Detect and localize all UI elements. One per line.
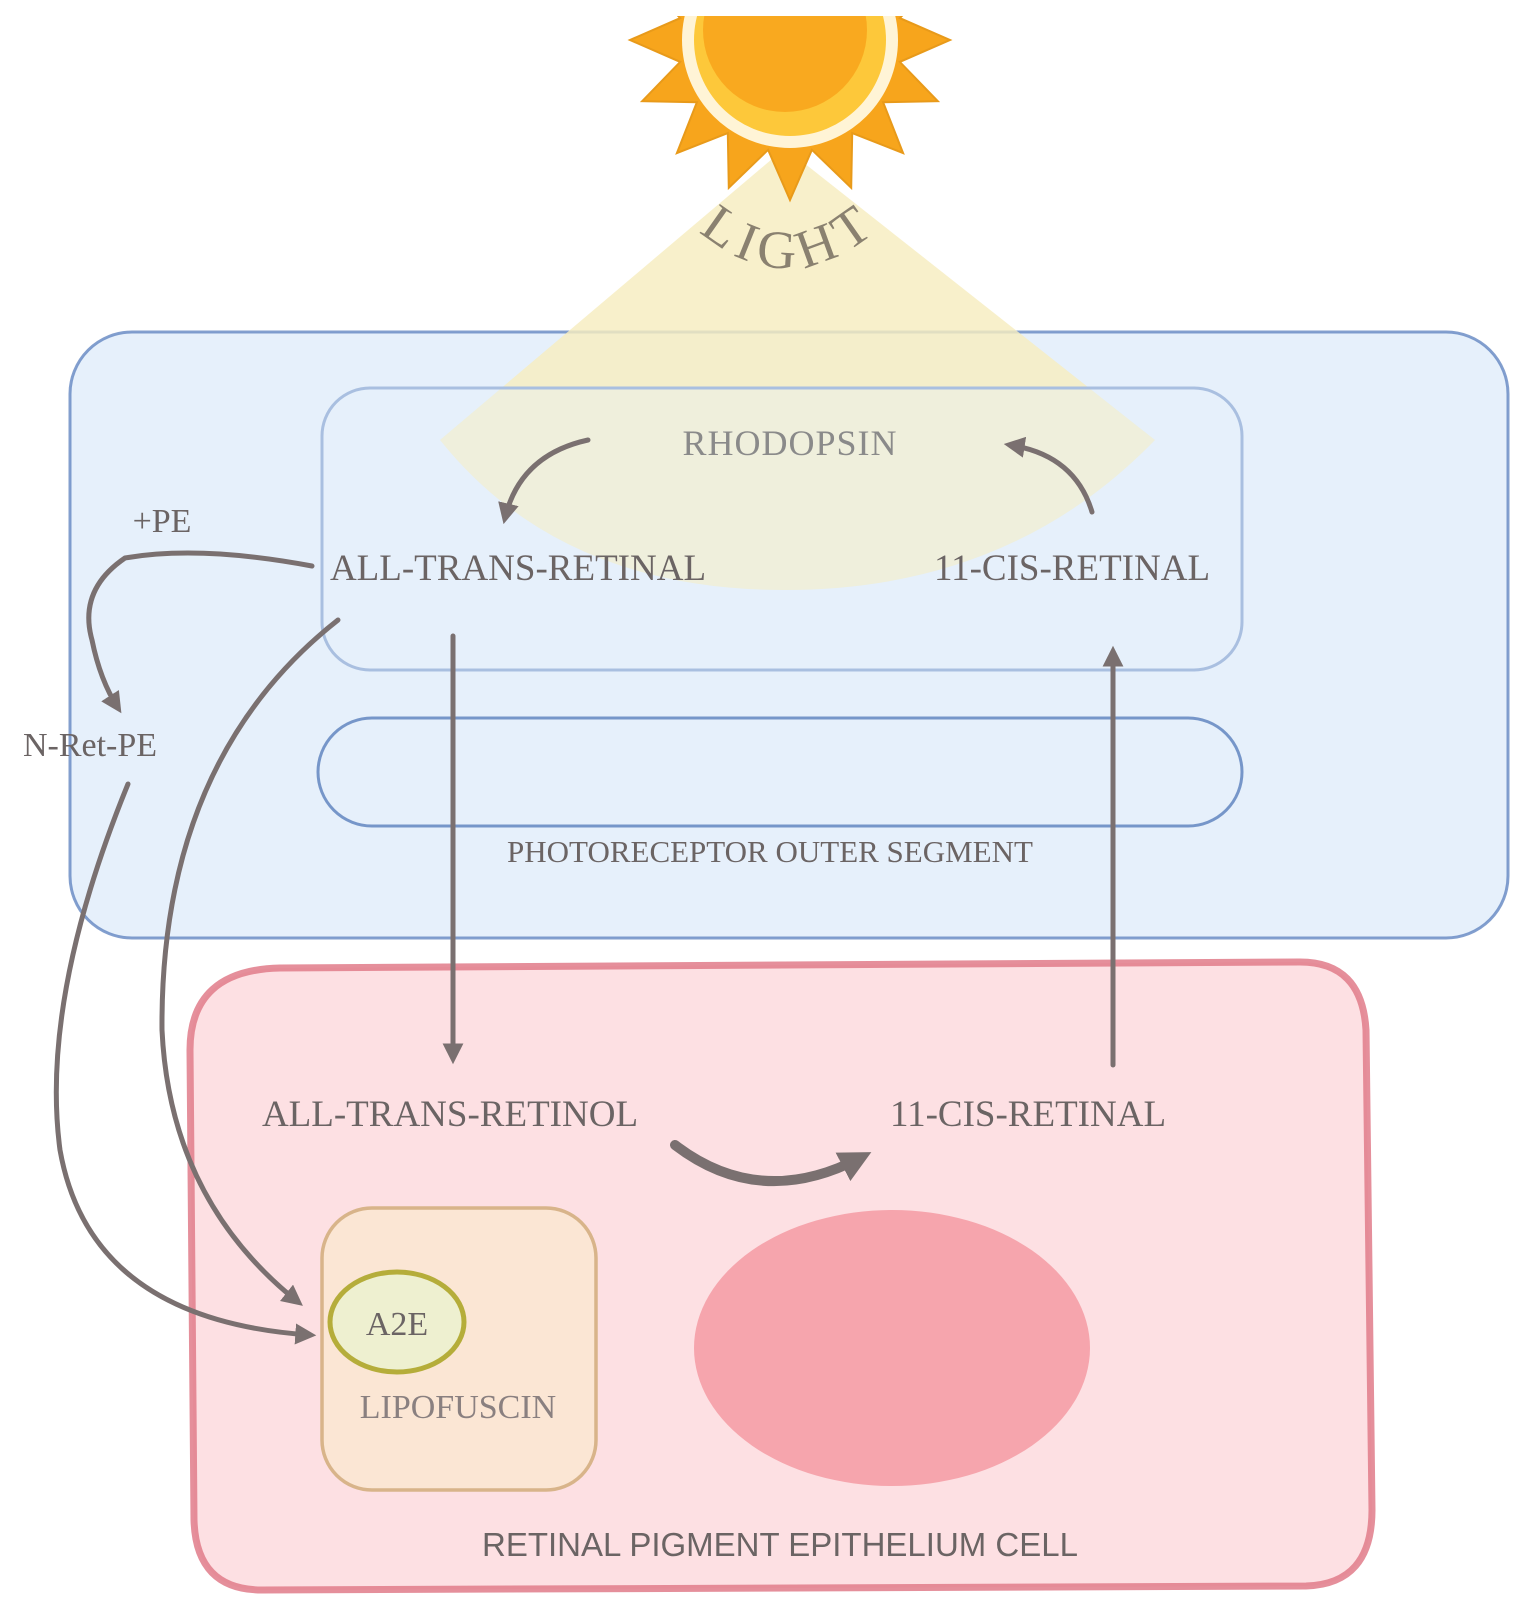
- nucleus: [694, 1210, 1090, 1486]
- photoreceptor-outer-segment-label: PHOTORECEPTOR OUTER SEGMENT: [507, 834, 1033, 869]
- rhodopsin-label: RHODOPSIN: [682, 423, 897, 463]
- plus-pe-label: +PE: [133, 503, 192, 540]
- rpe-cell-label: RETINAL PIGMENT EPITHELIUM CELL: [482, 1526, 1078, 1563]
- all-trans-retinal-label: ALL-TRANS-RETINAL: [330, 548, 706, 589]
- arrow-all-trans-retinal-to-n-ret-pe: [86, 550, 315, 714]
- arrow-rhodopsin-to-all-trans-retinal: [498, 437, 591, 525]
- arrow-cis-retinal-to-rhodopsin: [1003, 436, 1095, 515]
- arrow-all-trans-retinal-to-lipofuscin: [159, 617, 341, 1306]
- sun-icon: [0, 0, 1539, 203]
- disc-membrane-box-upper: [320, 386, 1244, 672]
- disc-membrane-box-lower: [316, 716, 1244, 828]
- sun-core: [703, 0, 867, 112]
- arrow-retinol-to-cis-retinal: [670, 1140, 872, 1187]
- arrow-n-ret-pe-to-a2e: [53, 781, 317, 1345]
- all-trans-retinol-label: ALL-TRANS-RETINOL: [262, 1094, 638, 1135]
- a2e-label: A2E: [366, 1306, 428, 1343]
- light-beam: [440, 148, 1155, 590]
- eleven-cis-retinal-bottom-label: 11-CIS-RETINAL: [890, 1094, 1166, 1135]
- eleven-cis-retinal-top-label: 11-CIS-RETINAL: [934, 548, 1210, 589]
- lipofuscin-label: LIPOFUSCIN: [360, 1389, 556, 1426]
- a2e-granule: [327, 1269, 467, 1375]
- n-ret-pe-label: N-Ret-PE: [23, 727, 157, 764]
